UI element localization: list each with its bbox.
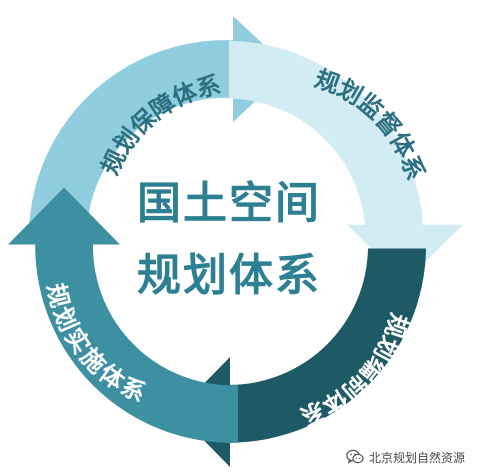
segment-compilation-arc [176, 248, 426, 467]
center-title: 国土空间 规划体系 [137, 178, 321, 301]
segment-security-arc [28, 16, 290, 245]
watermark-text: 北京规划自然资源 [368, 450, 465, 465]
segment-supervision-arc [229, 40, 463, 282]
cycle-ring [8, 16, 463, 467]
center-title-line1: 国土空间 [137, 178, 321, 229]
watermark: 北京规划自然资源 [346, 447, 465, 467]
segment-implementation-arc [8, 187, 238, 443]
wechat-icon [346, 449, 364, 464]
center-title-line2: 规划体系 [137, 250, 321, 301]
